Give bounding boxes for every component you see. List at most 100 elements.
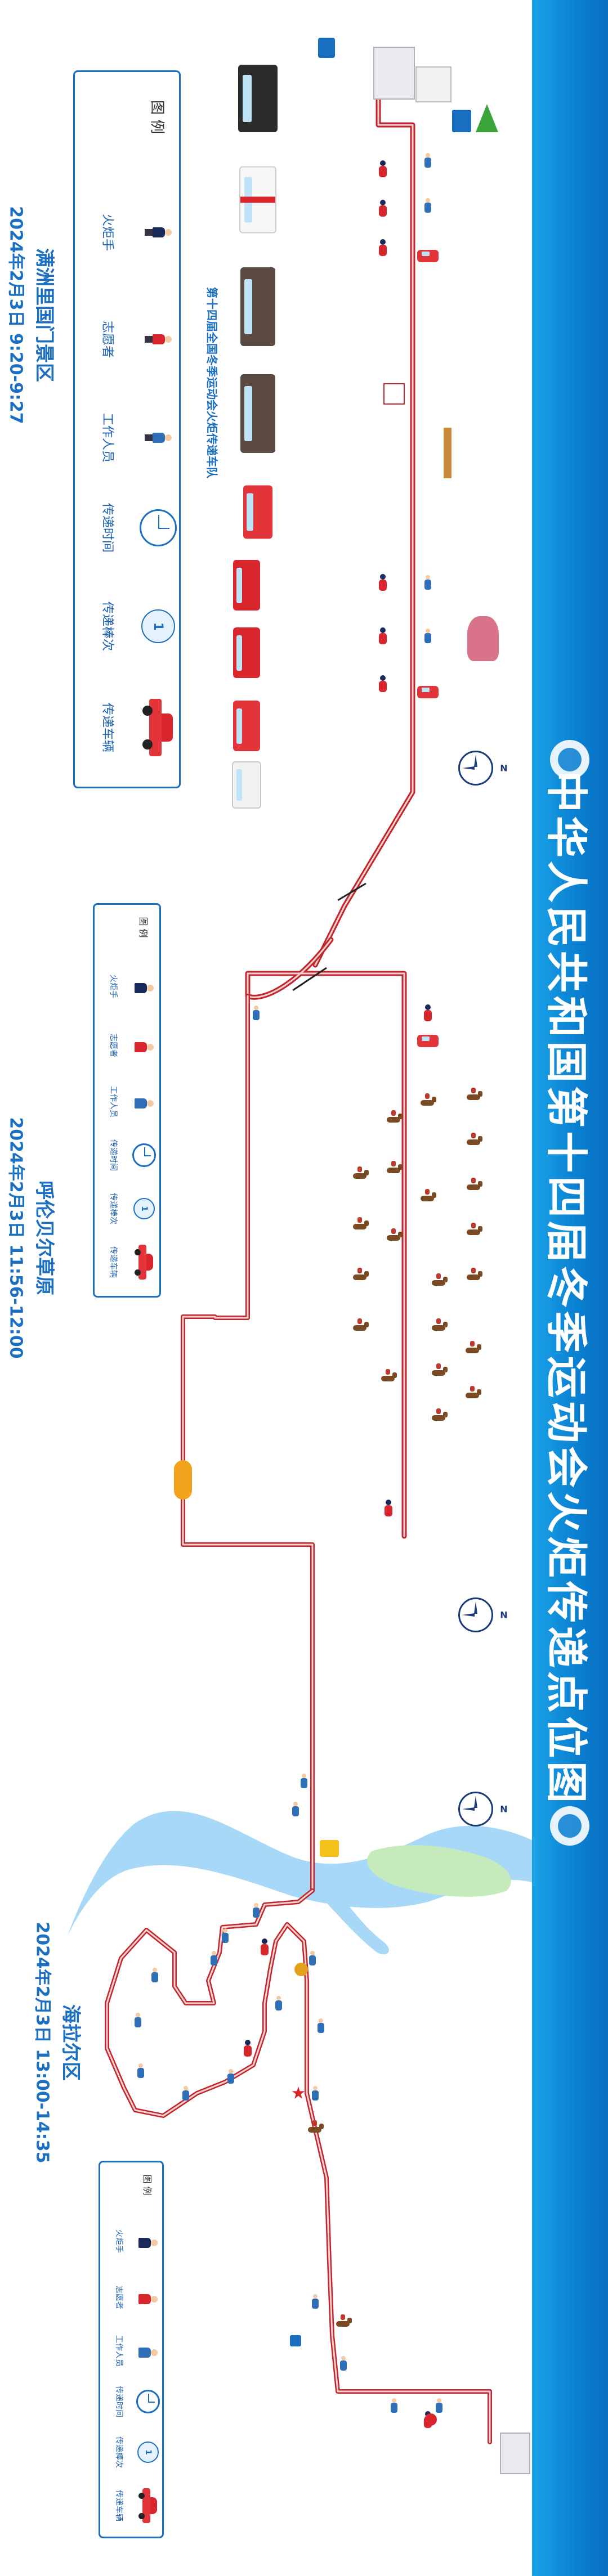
relay-car-marker: [417, 250, 439, 262]
info-marker-icon: [290, 2335, 301, 2346]
red-car-icon: [233, 701, 260, 751]
wetland: [367, 1845, 511, 1897]
river: [68, 1811, 532, 1936]
section-time: 2024年2月3日 11:56-12:00: [6, 1117, 26, 1359]
legend-heading: 图 例: [138, 917, 149, 938]
horse-rider-icon: [385, 1228, 404, 1244]
horse-rider-icon: [430, 1408, 449, 1424]
horse-rider-icon: [463, 1341, 482, 1357]
torchbearer-marker: [378, 160, 387, 177]
relay-count-icon: 1: [133, 1198, 155, 1219]
tent-icon: [318, 38, 335, 58]
horse-rider-icon: [351, 1217, 370, 1233]
relay-car-icon: [138, 2487, 158, 2524]
clock-icon: [132, 1143, 156, 1167]
red-suv-icon: [243, 485, 272, 539]
red-truck-icon: [233, 560, 260, 611]
horse-rider-icon: [418, 1093, 437, 1109]
staff-marker: [391, 2398, 397, 2413]
staff-marker: [182, 2086, 189, 2101]
legend-label-time: 传递时间: [100, 502, 114, 553]
horse-rider-icon: [334, 2314, 353, 2330]
red-truck-icon: [233, 627, 260, 678]
horse-rider-icon: [351, 1318, 370, 1334]
torchbearer-marker: [384, 1500, 393, 1516]
compass-icon: [458, 1792, 493, 1826]
route-grassland-inner: [247, 939, 405, 1537]
staff-icon: [145, 431, 172, 445]
route-hailar-inner: [106, 1890, 491, 2443]
gate-building-icon: [415, 66, 451, 102]
compass-north-label: N: [500, 762, 508, 774]
staff-marker: [318, 2018, 324, 2033]
route-manzhouli: [312, 70, 415, 968]
crossroad: [292, 967, 327, 991]
matryoshka-icon: [467, 616, 499, 661]
bridge-marker-icon: [320, 1840, 339, 1857]
horse-rider-icon: [464, 1178, 484, 1193]
staff-marker: [312, 2086, 319, 2101]
compass-north-label: N: [500, 1803, 508, 1815]
legend-label-staff: 工作人员: [114, 2335, 123, 2367]
legend-label-car: 传递车辆: [114, 2490, 123, 2521]
staff-marker: [424, 153, 431, 168]
horse-rider-icon: [385, 1110, 404, 1126]
legend-label-time: 传递时间: [114, 2386, 123, 2417]
legend-box: 图 例 火炬手 志愿者 工作人员 传递时间 1 传递棒次 传递车辆: [73, 70, 181, 788]
ambulance-icon: [239, 166, 276, 234]
route-connector-inner: [182, 995, 314, 1892]
section-title-manzhouli: 满洲里国门景区 2024年2月3日 9:20-9:27: [6, 206, 60, 424]
legend-label-torchbearer: 火炬手: [109, 975, 118, 998]
legend-label-count: 传递棒次: [100, 601, 114, 652]
legend-heading: 图 例: [142, 2174, 153, 2196]
legend-label-torchbearer: 火炬手: [100, 213, 114, 252]
staff-marker: [275, 1996, 282, 2010]
route-manzhouli-inner: [314, 72, 414, 966]
horse-rider-icon: [430, 1363, 449, 1379]
torchbearer-marker: [423, 1004, 432, 1021]
section-name: 呼伦贝尔草原: [33, 1180, 56, 1295]
legend-heading: 图 例: [148, 100, 166, 134]
staff-marker: [292, 1802, 299, 1816]
horse-rider-icon: [418, 1189, 437, 1205]
torchbearer-marker: [378, 574, 387, 591]
location-pin-icon: [424, 2413, 437, 2426]
torchbearer-marker: [378, 675, 387, 692]
staff-marker: [309, 1951, 316, 1965]
legend-label-staff: 工作人员: [100, 412, 114, 463]
staff-marker: [436, 2398, 442, 2413]
staff-marker: [135, 2013, 141, 2027]
bus-icon: [240, 374, 275, 453]
bus-icon: [240, 267, 275, 346]
legend-label-volunteer: 志愿者: [114, 2286, 123, 2309]
tunnel-marker-icon: [383, 383, 405, 405]
games-emblem-icon: [550, 740, 589, 779]
speech-bubble-icon: [174, 1460, 192, 1500]
legend-label-count: 传递棒次: [109, 1193, 118, 1224]
horse-rider-icon: [351, 1166, 370, 1182]
police-car-icon: [232, 761, 261, 809]
staff-marker: [222, 1928, 229, 1943]
horse-rider-icon: [464, 1223, 484, 1238]
torchbearer-icon: [138, 2236, 158, 2248]
relay-count-icon: 1: [141, 609, 175, 643]
mascot-emblem-icon: [550, 1806, 589, 1846]
horse-rider-icon: [351, 1268, 370, 1283]
legend-label-car: 传递车辆: [100, 702, 114, 753]
relay-car-icon: [141, 697, 175, 759]
legend-label-torchbearer: 火炬手: [114, 2229, 123, 2253]
staff-marker: [211, 1951, 217, 1965]
horse-rider-icon: [463, 1386, 482, 1402]
section-title-hailar: 海拉尔区 2024年2月3日 13:00-14:35: [32, 1922, 87, 2163]
tv-tower-icon: [444, 428, 451, 478]
staff-marker: [301, 1774, 307, 1788]
legend-box: 图 例 火炬手 志愿者 工作人员 传递时间 1 传递棒次 传递车辆: [93, 903, 161, 1298]
clock-icon: [136, 2390, 160, 2413]
torchbearer-icon: [135, 981, 154, 993]
horse-rider-icon: [464, 1133, 484, 1148]
relay-car-marker: [417, 1035, 439, 1047]
legend-box: 图 例 火炬手 志愿者 工作人员 传递时间 1 传递棒次 传递车辆: [99, 2161, 164, 2538]
crossroad-2: [337, 882, 366, 901]
horse-rider-icon: [306, 2120, 325, 2136]
